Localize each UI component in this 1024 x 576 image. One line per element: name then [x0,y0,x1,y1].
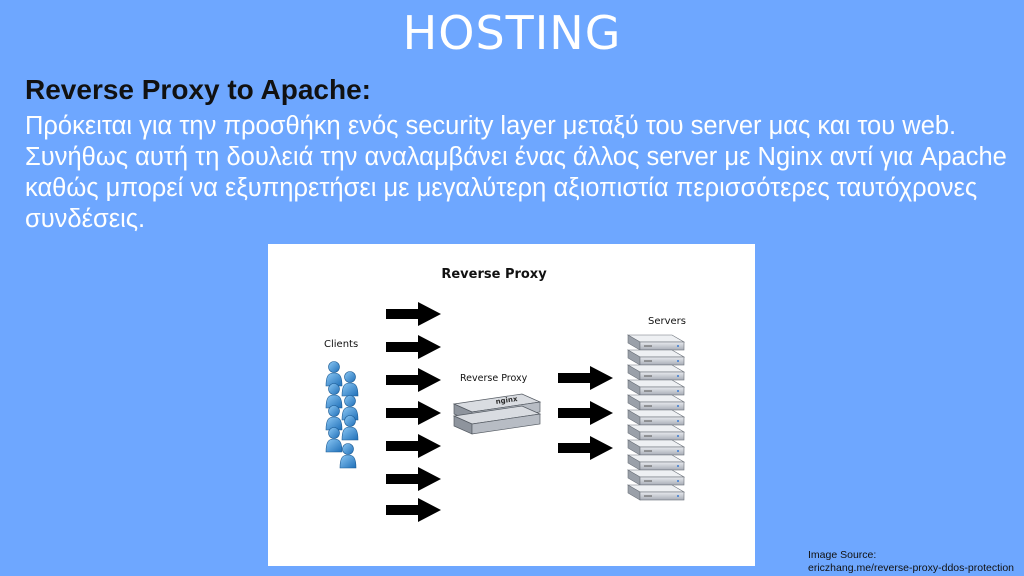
reverse-proxy-label: Reverse Proxy [460,373,528,384]
diagram-title: Reverse Proxy [441,267,547,282]
clients-icon [325,361,359,469]
servers-label: Servers [648,316,686,327]
server-rack-icon [627,334,685,501]
slide-title: HOSTING [402,6,622,60]
outbound-arrows [558,366,613,460]
section-heading: Reverse Proxy to Apache: [25,74,371,105]
image-source-caption: Image Source: ericzhang.me/reverse-proxy… [808,549,1014,575]
body-paragraph: Πρόκειται για την προσθήκη ενός security… [25,112,1007,233]
diagram-canvas: Reverse Proxy Clients Reverse Proxy [324,267,686,522]
proxy-server-icon: nginx [452,393,542,435]
nginx-logo: nginx [495,395,518,406]
clients-label: Clients [324,339,358,350]
image-source-url: ericzhang.me/reverse-proxy-ddos-protecti… [808,562,1015,574]
reverse-proxy-diagram: Reverse Proxy Clients Reverse Proxy [268,244,755,566]
inbound-arrows [386,302,441,522]
image-source-label: Image Source: [808,549,877,561]
